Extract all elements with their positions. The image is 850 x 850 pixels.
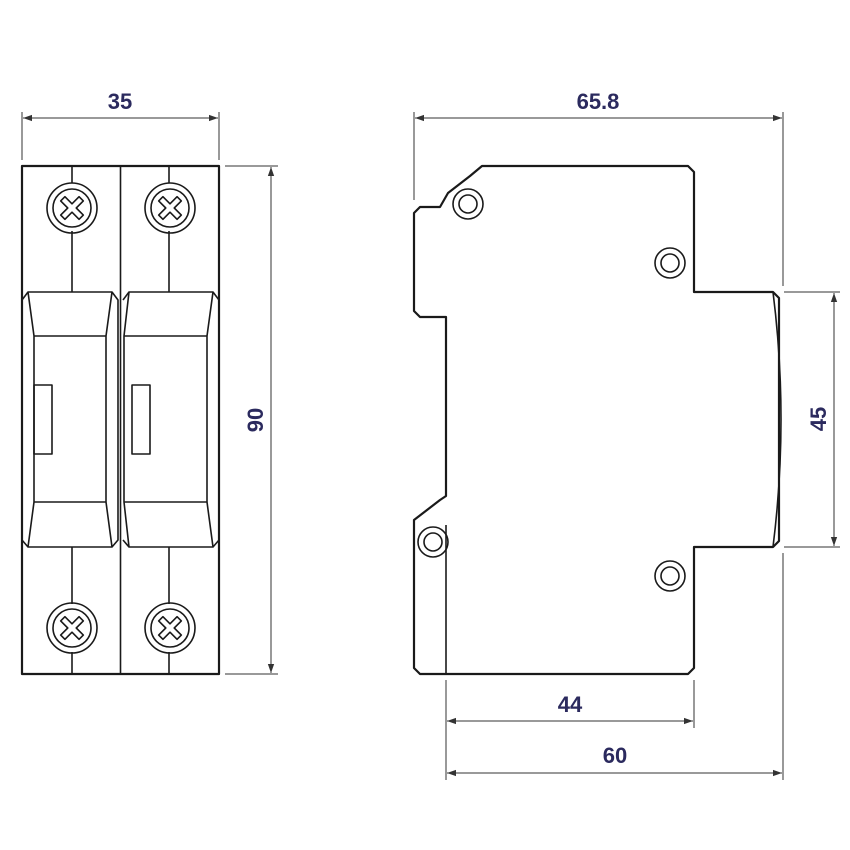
pole-right-indicator-window [131, 384, 151, 455]
rivet-upper-left-icon [452, 188, 484, 220]
side-view: 65.8 45 44 60 [412, 89, 840, 780]
top-terminal-block [71, 166, 170, 292]
screw-top-left-icon [46, 182, 98, 234]
dimension-rail-height: 45 [784, 291, 840, 548]
front-view: 35 90 [20, 89, 278, 676]
rivet-upper-right-icon [654, 247, 686, 279]
dimension-rail-height-label: 45 [806, 407, 831, 431]
pole-right-front [122, 291, 220, 548]
dimension-body-depth: 44 [445, 680, 695, 780]
dimension-front-width-label: 35 [108, 89, 132, 114]
pole-left-indicator-window [33, 384, 53, 455]
pole-left-front [21, 291, 119, 548]
rivet-lower-left-icon [417, 526, 449, 558]
bottom-terminal-block [71, 547, 170, 674]
dimension-mount-depth: 60 [447, 553, 784, 780]
screw-top-right-icon [144, 182, 196, 234]
dimension-front-height-label: 90 [243, 408, 268, 432]
dimension-total-depth: 65.8 [413, 89, 784, 286]
side-view-body [412, 164, 781, 676]
rivet-lower-right-icon [654, 560, 686, 592]
dimension-total-depth-label: 65.8 [577, 89, 620, 114]
dimension-front-height: 90 [225, 165, 278, 675]
dimension-mount-depth-label: 60 [603, 743, 627, 768]
screw-bottom-right-icon [144, 602, 196, 654]
dimension-front-width: 35 [21, 89, 220, 160]
rail-face-line [772, 291, 782, 548]
dimension-body-depth-label: 44 [558, 692, 583, 717]
screw-bottom-left-icon [46, 602, 98, 654]
